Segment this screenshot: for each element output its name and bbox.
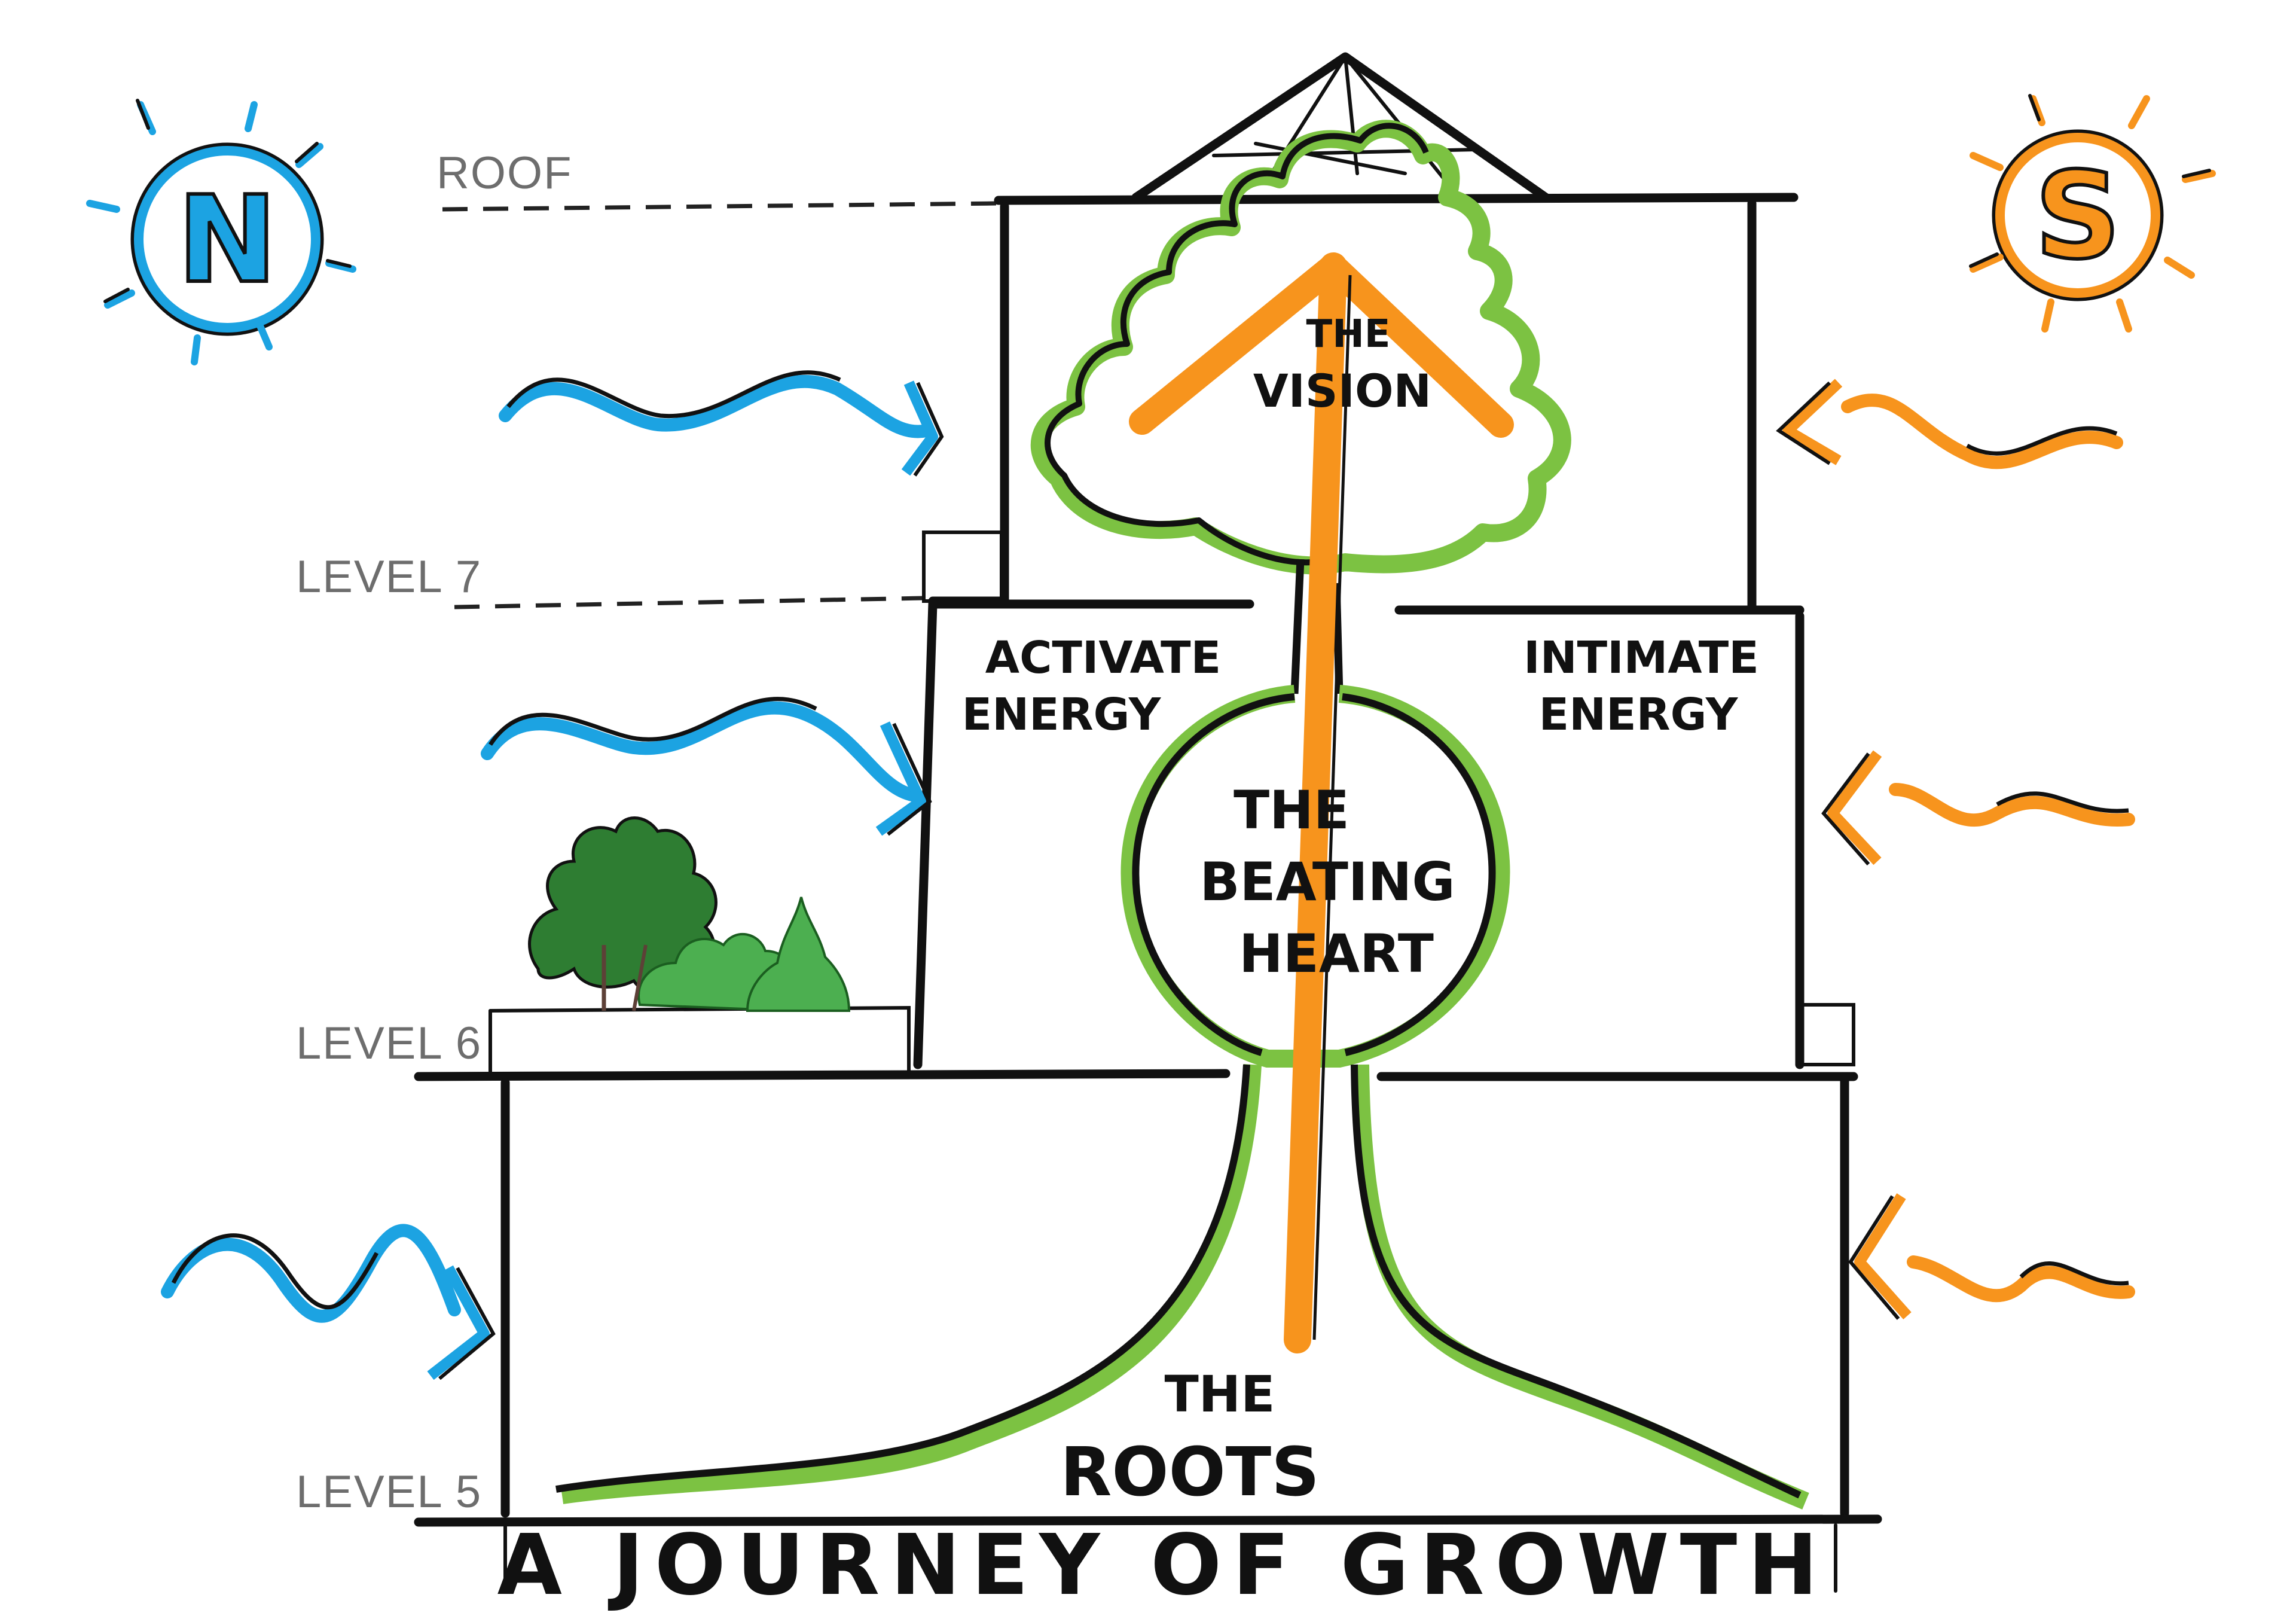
vision-canopy — [1030, 120, 1571, 575]
roof-label: ROOF — [436, 148, 573, 199]
level-6-label: LEVEL 6 — [296, 1018, 482, 1069]
beating-heart-label: THE BEATING HEART — [1199, 779, 1455, 984]
activate-line-2: ENERGY — [962, 689, 1162, 740]
wind-arrow-icon — [1776, 379, 2123, 469]
intimate-line-2: ENERGY — [1539, 689, 1739, 740]
north-badge-label: N — [177, 170, 277, 310]
growth-shape — [555, 120, 1809, 1510]
activate-energy-label: ACTIVATE ENERGY — [962, 632, 1222, 740]
wind-arrow-icon — [1848, 1193, 2135, 1320]
wind-arrow-icon — [499, 370, 944, 477]
roots-label: THE ROOTS — [1060, 1365, 1320, 1511]
diagram-title: A JOURNEY OF GROWTH — [497, 1517, 1829, 1614]
north-sun-icon: N — [86, 99, 356, 365]
wind-arrow-icon — [481, 697, 932, 836]
intimate-line-1: INTIMATE — [1523, 632, 1759, 684]
vision-line-1: THE — [1306, 312, 1391, 356]
south-sun-icon: S — [1969, 94, 2216, 333]
level-7-label: LEVEL 7 — [296, 551, 482, 602]
heart-line-1: THE — [1234, 779, 1349, 841]
south-wind-arrows — [1776, 379, 2135, 1320]
tree-icon — [528, 816, 851, 1013]
growth-arrow-icon — [1129, 252, 1514, 1353]
heart-line-2: BEATING — [1199, 851, 1455, 913]
activate-line-1: ACTIVATE — [985, 632, 1221, 684]
north-wind-arrows — [161, 370, 944, 1380]
intimate-energy-label: INTIMATE ENERGY — [1523, 632, 1759, 740]
level-5-label: LEVEL 5 — [296, 1466, 482, 1517]
vision-label: THE VISION — [1253, 312, 1431, 417]
roots-line-2: ROOTS — [1060, 1434, 1320, 1511]
heart-line-3: HEART — [1239, 923, 1434, 984]
vision-line-2: VISION — [1253, 364, 1431, 417]
south-badge-label: S — [2035, 147, 2121, 286]
level-markers: ROOF LEVEL 7 LEVEL 6 LEVEL 5 — [296, 148, 999, 1517]
roots-line-1: THE — [1165, 1365, 1275, 1423]
wind-arrow-icon — [161, 1224, 496, 1380]
wind-arrow-icon — [1821, 750, 2135, 865]
